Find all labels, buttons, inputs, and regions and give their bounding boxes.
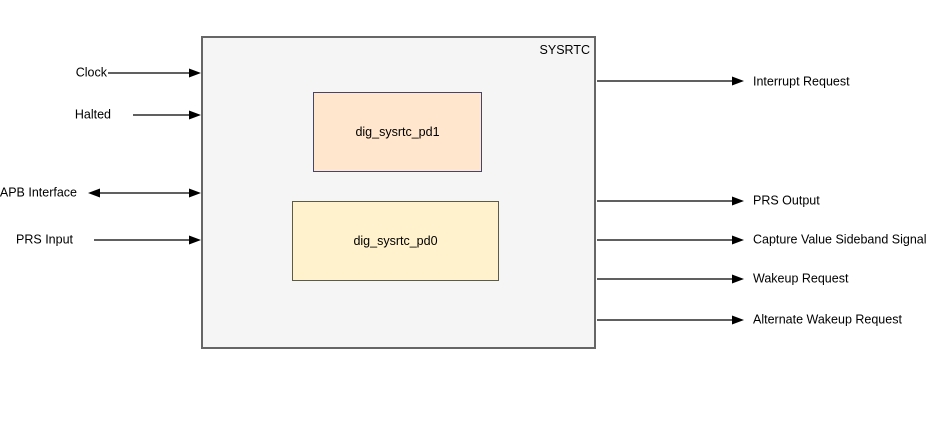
- prs-output-arrow: [597, 196, 744, 206]
- halted-arrow: [133, 110, 201, 120]
- inner-block-dig-sysrtc-pd0: dig_sysrtc_pd0: [292, 201, 499, 281]
- output-label-wakeup-request: Wakeup Request: [753, 271, 849, 286]
- interrupt-request-arrow: [597, 76, 744, 86]
- inner-block-dig-sysrtc-pd1: dig_sysrtc_pd1: [313, 92, 482, 172]
- output-label-capture-value-sideband-signal: Capture Value Sideband Signal: [753, 232, 927, 247]
- sysrtc-block-title: SYSRTC: [539, 43, 590, 57]
- prs-input-arrow: [94, 235, 201, 245]
- input-label-prs-input: PRS Input: [16, 232, 73, 247]
- clock-arrow: [108, 68, 201, 78]
- inner-block-label: dig_sysrtc_pd0: [353, 234, 438, 248]
- capture-value-sideband-arrow: [597, 235, 744, 245]
- input-label-halted: Halted: [74, 107, 111, 122]
- sysrtc-block: SYSRTC dig_sysrtc_pd1 dig_sysrtc_pd0: [201, 36, 596, 349]
- output-label-alternate-wakeup-request: Alternate Wakeup Request: [753, 312, 902, 327]
- output-label-interrupt-request: Interrupt Request: [753, 74, 850, 89]
- wakeup-request-arrow: [597, 274, 744, 284]
- inner-block-label: dig_sysrtc_pd1: [355, 125, 440, 139]
- apb-interface-arrow: [88, 188, 201, 198]
- alternate-wakeup-request-arrow: [597, 315, 744, 325]
- input-label-apb-interface: APB Interface: [0, 185, 77, 200]
- input-label-clock: Clock: [75, 65, 107, 80]
- output-label-prs-output: PRS Output: [753, 193, 820, 208]
